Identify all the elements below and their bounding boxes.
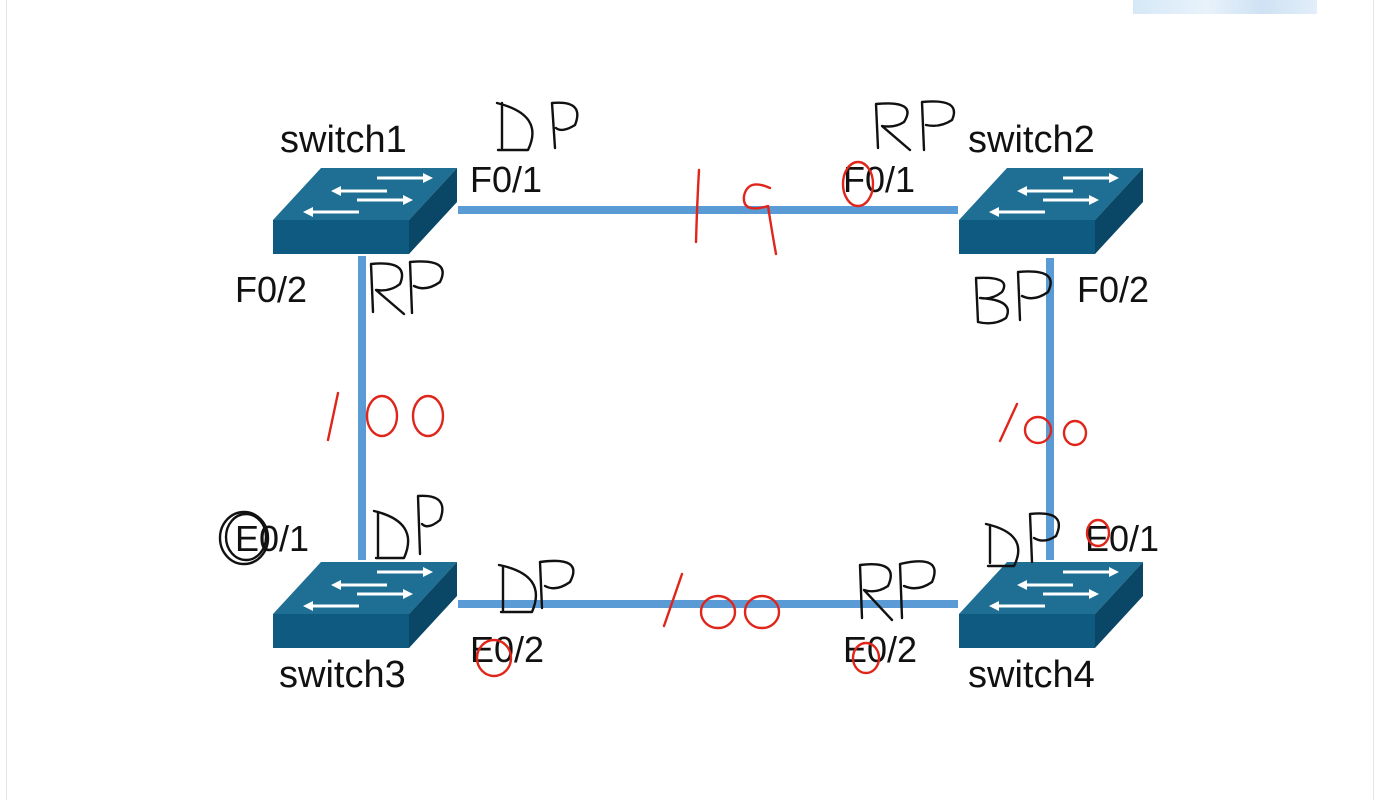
canvas-frame — [6, 0, 1374, 800]
role-dp-switch4-e01 — [984, 512, 1061, 568]
role-rp-switch1-f02 — [369, 260, 444, 316]
circle-mark — [224, 512, 268, 562]
port-label: F0/2 — [235, 269, 307, 310]
switch4-icon[interactable] — [957, 560, 1145, 650]
role-dp-switch3-e02 — [497, 559, 575, 614]
port-label: F0/2 — [1077, 269, 1149, 310]
switch2-label: switch2 — [968, 119, 1095, 161]
port-label: E0/1 — [1085, 518, 1159, 559]
cost-100-bottom — [662, 572, 781, 630]
switch2-icon[interactable] — [957, 166, 1145, 256]
switch1-icon[interactable] — [271, 166, 459, 256]
circle-mark — [1085, 518, 1111, 548]
port-label: E0/1 — [235, 518, 309, 559]
cost-annotations — [326, 160, 1111, 678]
role-rp-switch4-e02 — [858, 560, 936, 622]
circle-mark — [841, 160, 875, 208]
role-rp-switch2-f01 — [874, 100, 956, 152]
circle-mark — [851, 641, 881, 675]
cost-100-right — [998, 402, 1088, 447]
circle-mark — [475, 638, 513, 678]
switch3-label: switch3 — [279, 654, 406, 696]
role-dp-switch1-f01 — [495, 101, 579, 152]
switch3-icon[interactable] — [271, 560, 459, 650]
cost-19 — [694, 168, 778, 256]
role-bp-switch2-f02 — [974, 270, 1052, 325]
cost-100-left — [326, 391, 445, 442]
role-annotations — [218, 100, 1061, 622]
switch1-label: switch1 — [280, 119, 407, 161]
switch4-label: switch4 — [968, 654, 1095, 696]
port-label: F0/1 — [470, 159, 542, 200]
corner-decoration — [1133, 0, 1317, 14]
port-label: E0/2 — [470, 629, 544, 670]
circle-mark — [218, 510, 270, 566]
role-dp-switch3-e01 — [372, 494, 444, 560]
link-lines — [358, 206, 1054, 608]
port-label: F0/1 — [843, 159, 915, 200]
